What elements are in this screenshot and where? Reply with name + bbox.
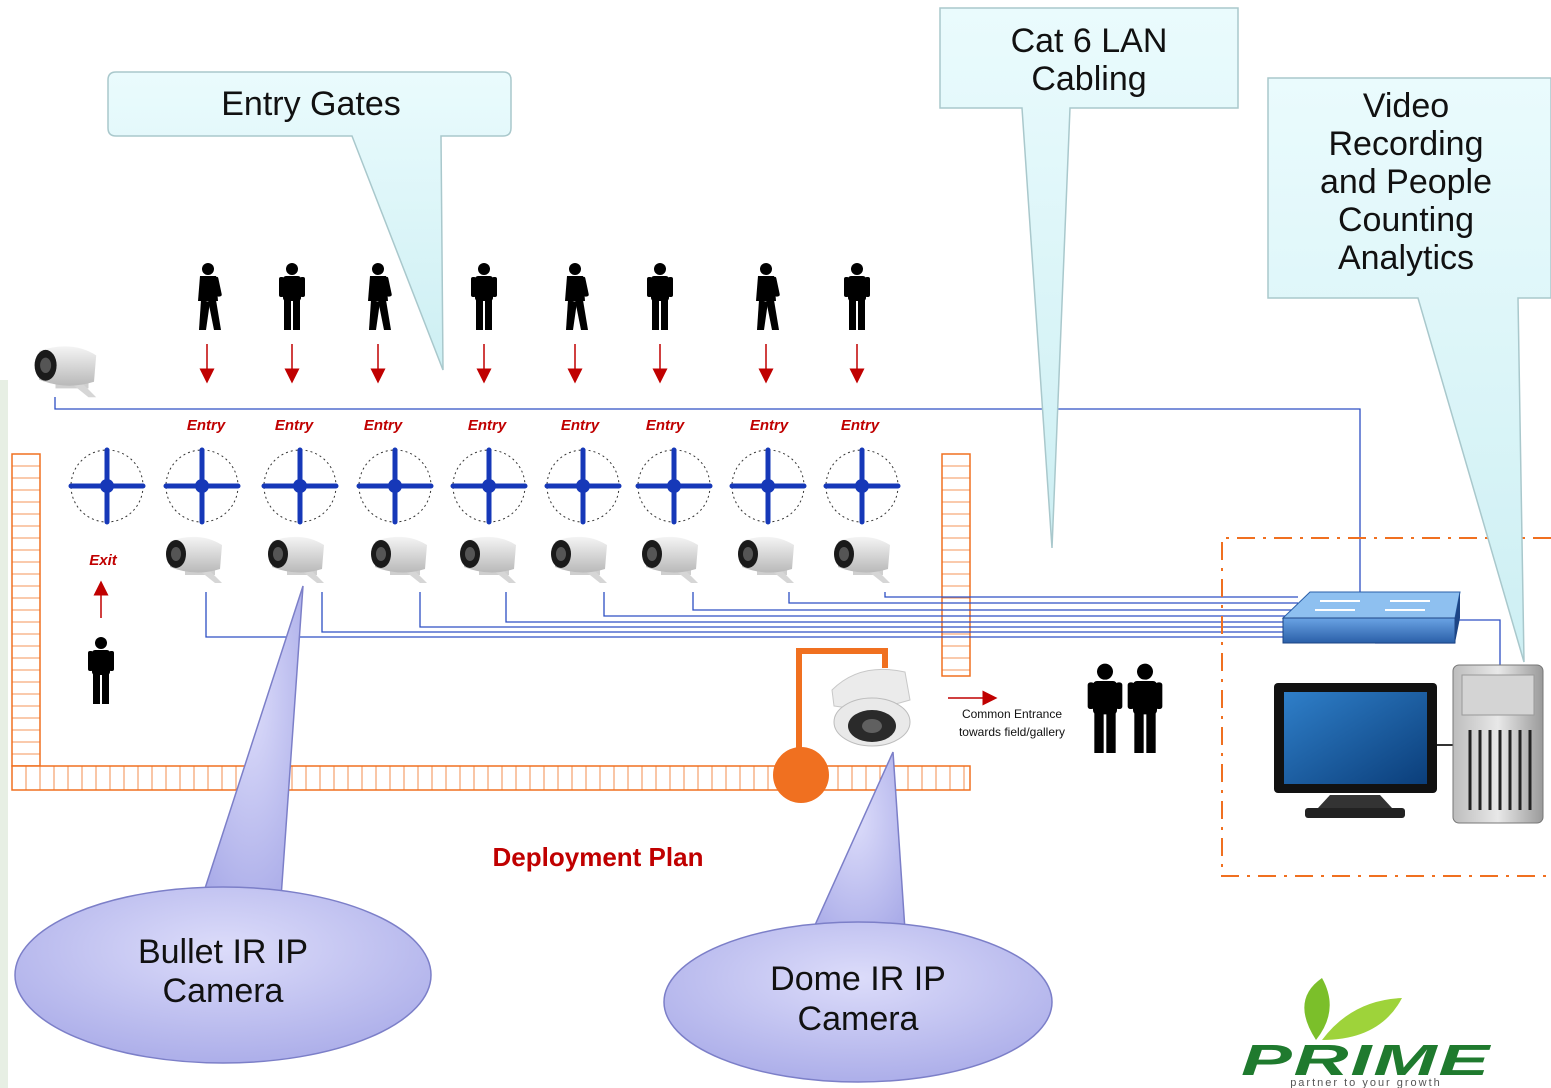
entry-label: Entry [646, 417, 685, 434]
turnstile-icon [826, 450, 898, 522]
railing-left [11, 453, 41, 767]
pc-tower-icon [1452, 664, 1544, 824]
entry-label: Entry [468, 417, 507, 434]
left-edge-texture [0, 380, 8, 1088]
server-room-boundary [1221, 537, 1551, 877]
callout-bullet-camera-line1: Bullet IR IP [138, 933, 308, 971]
person-icon [565, 263, 590, 330]
callout-entry-gates: Entry Gates [107, 71, 512, 371]
entry-label: Entry [561, 417, 600, 434]
bullet-camera-icon [268, 536, 324, 583]
turnstile-icon [166, 450, 238, 522]
entry-label: Entry [841, 417, 880, 434]
turnstile-icon [547, 450, 619, 522]
dome-camera-icon [831, 668, 911, 747]
callout-entry-gates-text: Entry Gates [221, 85, 401, 123]
callout-cabling-line2: Cabling [1031, 60, 1146, 98]
bullet-camera-icon [834, 536, 890, 583]
bullet-camera-icon [371, 536, 427, 583]
prime-logo: PRIME partner to your growth [1241, 978, 1492, 1088]
railing-right [941, 453, 971, 677]
callout-analytics-line1: Video [1363, 87, 1449, 125]
callout-bullet-camera: Bullet IR IP Camera [14, 585, 432, 1064]
logo-wordmark: PRIME [1241, 1036, 1492, 1085]
entry-label: Entry [275, 417, 314, 434]
turnstile-gates [71, 450, 898, 522]
page-title: Deployment Plan [493, 842, 704, 872]
bullet-camera-icon [642, 536, 698, 583]
entry-label: Entry [364, 417, 403, 434]
turnstile-icon [264, 450, 336, 522]
bullet-camera-icon [738, 536, 794, 583]
bullet-cameras [34, 346, 890, 583]
dome-camera-group [773, 648, 911, 803]
entering-people [198, 263, 870, 330]
logo-tagline: partner to your growth [1290, 1077, 1442, 1088]
callout-dome-camera: Dome IR IP Camera [663, 751, 1053, 1083]
callout-analytics-line2: Recording [1329, 125, 1484, 163]
bullet-camera-icon [34, 346, 97, 398]
callout-cabling-line1: Cat 6 LAN [1011, 22, 1168, 60]
callout-analytics-line4: Counting [1338, 201, 1474, 239]
common-entrance-line2: towards field/gallery [959, 725, 1065, 739]
callout-analytics-line5: Analytics [1338, 239, 1474, 277]
couple-icon [1087, 663, 1163, 753]
turnstile-icon [359, 450, 431, 522]
callout-dome-camera-line1: Dome IR IP [770, 960, 946, 998]
leaf-icon [1304, 978, 1402, 1040]
callout-bullet-camera-line2: Camera [163, 972, 284, 1010]
turnstile-icon [71, 450, 143, 522]
person-icon [279, 263, 305, 330]
junction-marker [773, 747, 829, 803]
common-entrance-line1: Common Entrance [962, 707, 1062, 721]
network-switch-icon [1281, 591, 1461, 644]
turnstile-icon [732, 450, 804, 522]
entry-arrows [199, 344, 865, 384]
exit-label: Exit [89, 552, 118, 569]
workstation [1274, 664, 1544, 824]
person-icon [368, 263, 393, 330]
monitor-icon [1274, 683, 1437, 818]
callout-cabling: Cat 6 LAN Cabling [939, 7, 1239, 549]
callout-dome-camera-line2: Camera [798, 1000, 919, 1038]
entry-labels: Entry Entry Entry Entry Entry Entry Entr… [187, 417, 880, 434]
turnstile-icon [638, 450, 710, 522]
person-icon [198, 263, 223, 330]
callout-analytics: Video Recording and People Counting Anal… [1267, 77, 1551, 663]
callout-analytics-line3: and People [1320, 163, 1492, 201]
bullet-camera-icon [551, 536, 607, 583]
exiting-person-icon [88, 637, 114, 704]
bullet-camera-icon [166, 536, 222, 583]
entry-label: Entry [187, 417, 226, 434]
person-icon [647, 263, 673, 330]
entry-label: Entry [750, 417, 789, 434]
person-icon [844, 263, 870, 330]
bullet-camera-icon [460, 536, 516, 583]
turnstile-icon [453, 450, 525, 522]
person-icon [471, 263, 497, 330]
person-icon [756, 263, 781, 330]
